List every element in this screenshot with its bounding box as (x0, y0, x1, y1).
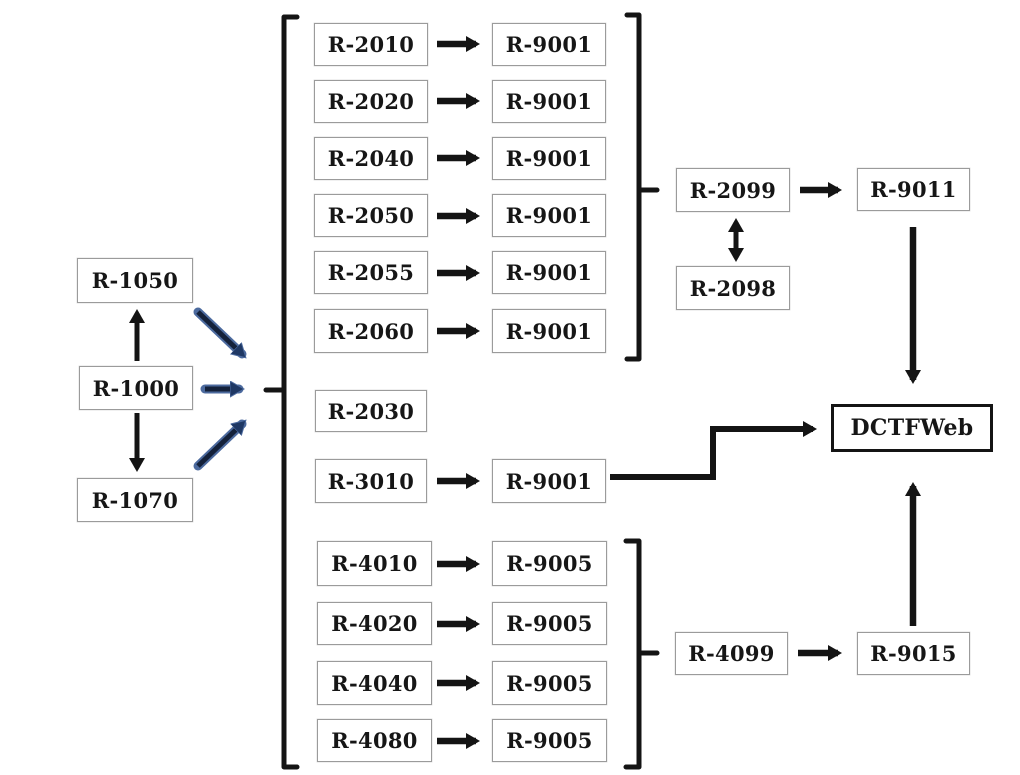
arrow-r1070-bracket (196, 423, 243, 468)
node-r9001-4: R-9001 (492, 194, 606, 237)
node-r9001-5: R-9001 (492, 251, 606, 294)
node-r2060: R-2060 (314, 309, 428, 353)
node-r9001-2: R-9001 (492, 80, 606, 123)
node-r4010: R-4010 (317, 541, 432, 586)
node-r9001-1: R-9001 (492, 23, 606, 66)
node-r2099: R-2099 (676, 168, 790, 212)
node-r2030: R-2030 (315, 390, 427, 432)
node-r9005-2: R-9005 (492, 602, 607, 645)
node-r9015: R-9015 (857, 632, 970, 675)
node-dctfweb: DCTFWeb (831, 404, 993, 452)
node-r4020: R-4020 (317, 602, 432, 645)
node-r4040: R-4040 (317, 661, 432, 705)
group-4000-bracket (623, 538, 660, 770)
node-r2010: R-2010 (314, 23, 428, 66)
node-r4080: R-4080 (317, 719, 432, 762)
node-r3010: R-3010 (315, 459, 427, 503)
node-r1050: R-1050 (77, 258, 193, 303)
node-r2020: R-2020 (314, 80, 428, 123)
events-bracket-left (263, 14, 300, 770)
node-r4099: R-4099 (675, 632, 788, 675)
node-r2055: R-2055 (314, 251, 428, 294)
node-r2098: R-2098 (676, 266, 790, 310)
node-r9005-4: R-9005 (492, 719, 607, 762)
node-r1070: R-1070 (77, 478, 193, 522)
node-r9001-6: R-9001 (492, 309, 606, 353)
node-r2040: R-2040 (314, 137, 428, 180)
node-r9005-1: R-9005 (492, 541, 607, 586)
node-r1000: R-1000 (79, 366, 193, 410)
arrow-r9001-dctfweb-elbow (610, 421, 817, 480)
node-r9001-7: R-9001 (492, 459, 606, 503)
node-r2050: R-2050 (314, 194, 428, 237)
node-r9001-3: R-9001 (492, 137, 606, 180)
node-r9005-3: R-9005 (492, 661, 607, 705)
node-r9011: R-9011 (857, 168, 970, 211)
arrow-r1050-bracket (196, 310, 243, 355)
group-2000-bracket (624, 12, 660, 362)
